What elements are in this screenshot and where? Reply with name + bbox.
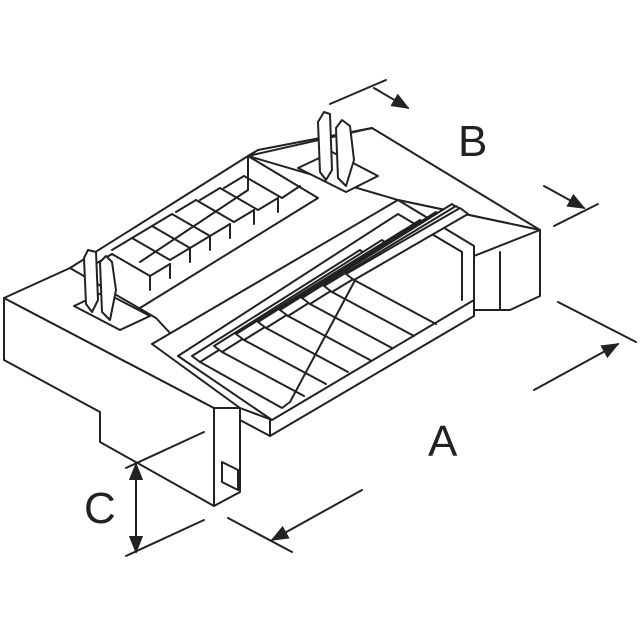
dimension-label-c: C xyxy=(84,484,116,533)
locking-peg-right xyxy=(297,111,379,193)
dimension-b xyxy=(329,79,599,227)
dimension-a xyxy=(227,301,637,553)
contact-blades xyxy=(191,203,469,409)
dimension-c xyxy=(125,431,205,557)
dimension-label-b: B xyxy=(458,117,488,166)
dimension-label-a: A xyxy=(428,417,458,466)
locking-peg-left xyxy=(73,249,151,331)
